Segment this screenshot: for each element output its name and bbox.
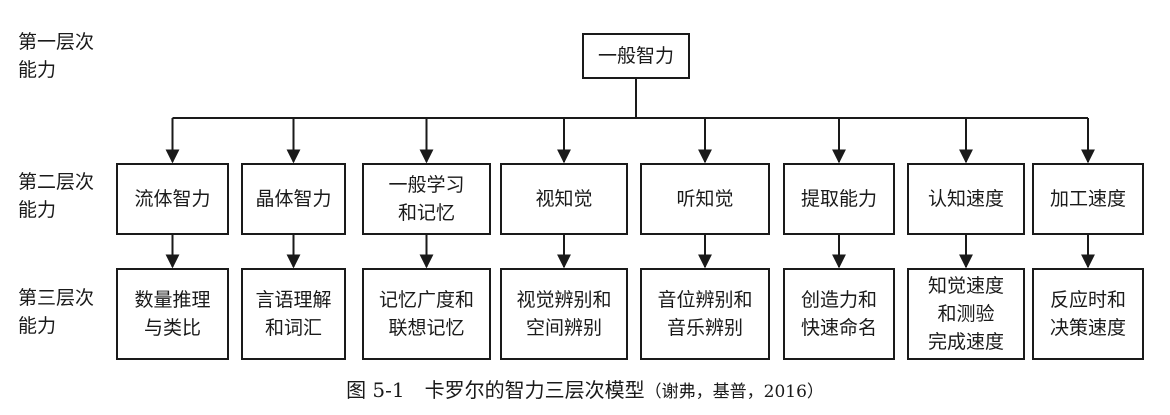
- box-general-intelligence: 一般智力: [582, 33, 690, 79]
- third-level-box: 言语理解 和词汇: [241, 268, 346, 360]
- third-level-box: 记忆广度和 联想记忆: [362, 268, 491, 360]
- second-level-box: 加工速度: [1032, 163, 1144, 235]
- second-level-box: 流体智力: [116, 163, 229, 235]
- second-level-box: 认知速度: [907, 163, 1025, 235]
- level-label-first: 第一层次 能力: [18, 31, 95, 81]
- third-level-box: 知觉速度 和测验 完成速度: [907, 268, 1025, 360]
- second-level-box: 视知觉: [500, 163, 628, 235]
- second-level-box: 提取能力: [783, 163, 895, 235]
- second-level-box: 晶体智力: [241, 163, 346, 235]
- caption-source: （谢弗，基普，2016）: [644, 382, 824, 402]
- second-level-box: 听知觉: [640, 163, 770, 235]
- third-level-box: 数量推理 与类比: [116, 268, 229, 360]
- caption-title: 图 5-1 卡罗尔的智力三层次模型: [346, 378, 645, 402]
- third-level-box: 音位辨别和 音乐辨别: [640, 268, 770, 360]
- second-level-box: 一般学习 和记忆: [362, 163, 491, 235]
- figure-caption: 图 5-1 卡罗尔的智力三层次模型（谢弗，基普，2016）: [0, 376, 1170, 406]
- third-level-box: 创造力和 快速命名: [783, 268, 895, 360]
- level-label-second: 第二层次 能力: [18, 171, 95, 221]
- third-level-box: 视觉辨别和 空间辨别: [500, 268, 628, 360]
- third-level-box: 反应时和 决策速度: [1032, 268, 1144, 360]
- level-label-third: 第三层次 能力: [18, 287, 95, 337]
